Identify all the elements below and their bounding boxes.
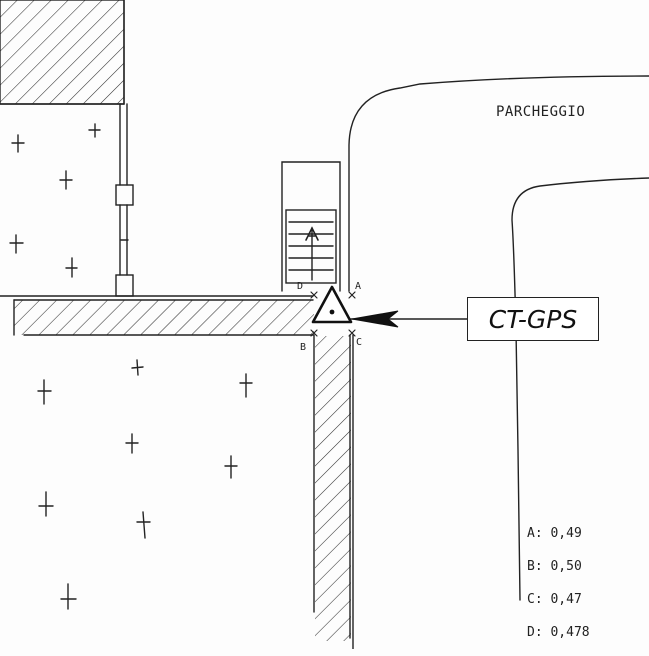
reading-value: 0,478 — [550, 625, 590, 640]
corner-label-c: C — [356, 337, 363, 348]
reading-key: A — [527, 526, 535, 541]
corner-markers — [310, 291, 356, 337]
ct-gps-label: CT-GPS — [467, 297, 599, 341]
parking-label: PARCHEGGIO — [496, 104, 586, 120]
parking-edge — [511, 177, 649, 601]
triangle-with-dot-icon — [311, 285, 353, 324]
reading-value: 0,50 — [550, 559, 582, 574]
building-top-left — [0, 0, 125, 105]
reading-b: B: 0,50 — [527, 559, 582, 574]
post-upper — [115, 184, 134, 206]
reading-a: A: 0,49 — [527, 526, 582, 541]
reading-c: C: 0,47 — [527, 592, 582, 607]
road-edge-outer — [348, 75, 649, 292]
reading-value: 0,49 — [550, 526, 582, 541]
cross-markers — [9, 123, 253, 610]
corner-label-a: A — [355, 281, 362, 292]
reading-value: 0,47 — [550, 592, 582, 607]
readings-list: A: 0,49 B: 0,50 C: 0,47 D: 0,478 — [527, 524, 590, 656]
reading-d: D: 0,478 — [527, 625, 590, 640]
post-lower — [115, 274, 134, 297]
wall-horizontal — [0, 295, 314, 336]
entrance-stairs — [281, 161, 341, 292]
reading-key: C — [527, 592, 535, 607]
arrow-left-icon — [351, 310, 399, 328]
corner-label-b: B — [300, 342, 307, 353]
ct-gps-text: CT-GPS — [488, 304, 578, 334]
reading-key: B — [527, 559, 535, 574]
corner-label-d: D — [297, 281, 304, 292]
wall-vertical — [313, 334, 354, 649]
reading-key: D — [527, 625, 535, 640]
